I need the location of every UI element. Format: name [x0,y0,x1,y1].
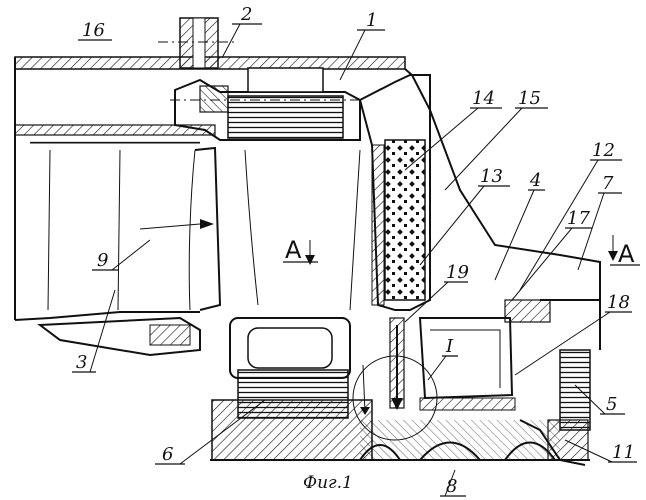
inlet-guide-vanes [48,148,360,310]
callout-7: 7 [602,173,614,194]
callout-9: 9 [97,250,108,271]
callout-19: 19 [446,262,469,283]
callout-I: I [445,336,454,357]
callout-1: 1 [366,10,377,31]
callout-4: 4 [529,170,541,191]
callout-6: 6 [162,444,173,465]
callout-12: 12 [592,140,615,161]
callout-13: 13 [480,166,503,187]
callout-2: 2 [240,4,252,25]
callout-5: 5 [606,394,617,415]
callout-11: 11 [612,442,635,463]
callout-14: 14 [472,88,495,109]
heat-shield [360,75,430,310]
flow-arrow [140,219,214,229]
callout-16: 16 [82,20,105,41]
callout-17: 17 [567,208,590,229]
callout-3: 3 [76,352,87,373]
view-mark-left: A [285,236,302,264]
callout-15: 15 [518,88,541,109]
bypass-duct [15,125,215,146]
combustion-chamber [420,300,550,410]
fuel-pipe [390,318,404,410]
turbine-disk [212,318,372,460]
rotor-stage [170,68,360,140]
inner-hub [40,318,200,355]
figure-caption: Фиг.1 [303,473,353,493]
view-mark-right: A [618,240,635,268]
callout-8: 8 [446,476,457,497]
callout-18: 18 [607,292,630,313]
